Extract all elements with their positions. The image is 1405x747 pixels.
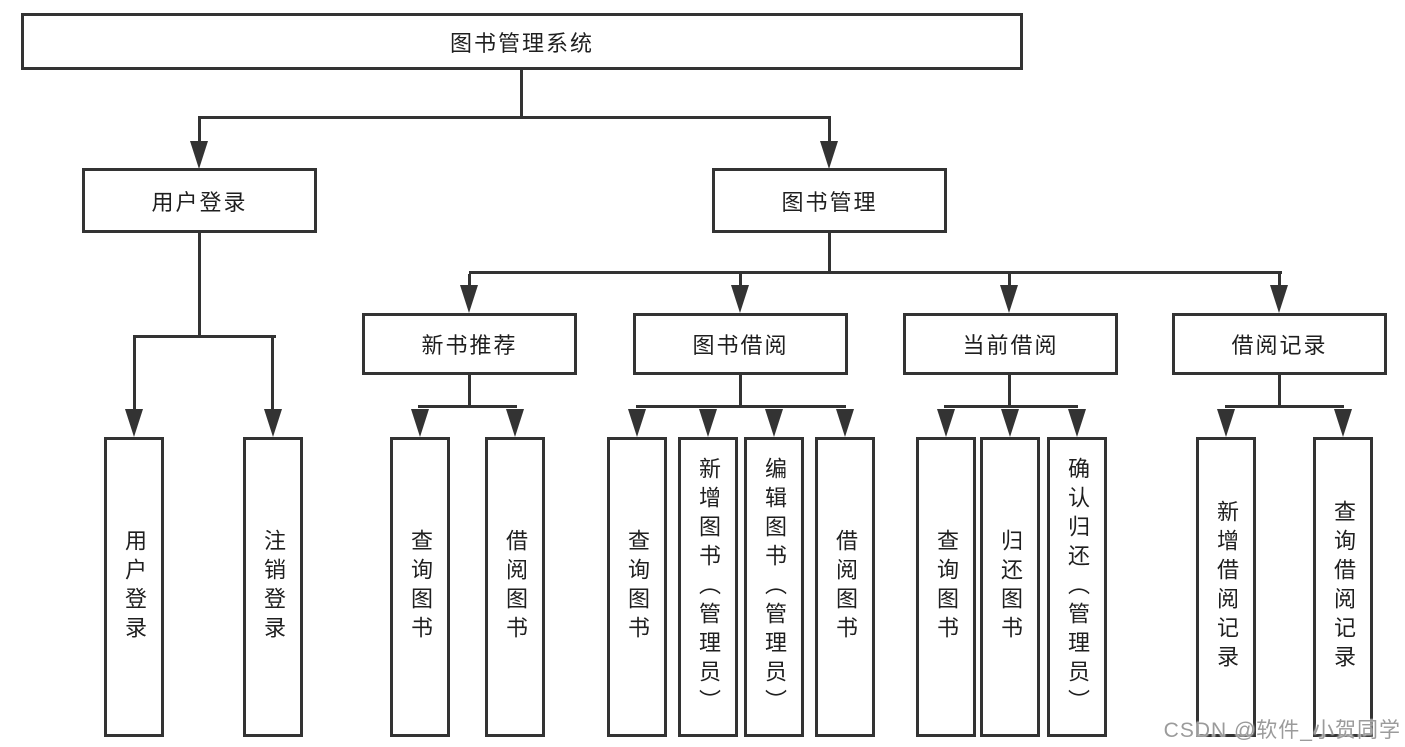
connector-line [468,274,471,286]
connector-arrow-down [937,409,955,437]
leaf-query-borrow-record-label: 查询借阅记录 [1331,500,1356,674]
connector-line [1008,375,1011,407]
leaf-return-books-label: 归还图书 [998,529,1023,645]
node-book-management: 图书管理 [712,168,947,233]
connector-line [198,119,201,142]
csdn-watermark: CSDN @软件_小贺同学 [1163,719,1401,742]
connector-arrow-down [190,141,208,169]
node-current-borrowing: 当前借阅 [903,313,1118,375]
connector-arrow-down [1068,409,1086,437]
leaf-borrow-books-recommend-label: 借阅图书 [503,529,528,645]
leaf-query-borrow-record: 查询借阅记录 [1313,437,1373,737]
leaf-add-books-admin: 新增图书（管理员） [678,437,738,737]
node-library-system-label: 图书管理系统 [449,30,594,56]
connector-line [271,338,274,410]
leaf-confirm-return-admin: 确认归还（管理员） [1047,437,1107,737]
leaf-add-books-admin-label: 新增图书（管理员） [696,456,721,718]
connector-line [828,119,831,142]
leaf-return-books: 归还图书 [980,437,1040,737]
connector-line [133,338,136,410]
connector-line [1225,405,1344,408]
leaf-add-borrow-record: 新增借阅记录 [1196,437,1256,737]
connector-line [198,233,201,337]
connector-line [636,405,846,408]
leaf-borrow-books-borrowing-label: 借阅图书 [833,529,858,645]
connector-arrow-down [836,409,854,437]
leaf-logout-login: 注销登录 [243,437,303,737]
leaf-user-login: 用户登录 [104,437,164,737]
connector-arrow-down [125,409,143,437]
connector-line [1008,274,1011,286]
connector-line [1278,274,1281,286]
connector-line [468,375,471,407]
connector-line [133,335,276,338]
node-library-system: 图书管理系统 [21,13,1023,70]
connector-line [1278,375,1281,407]
connector-arrow-down [731,285,749,313]
leaf-confirm-return-admin-label: 确认归还（管理员） [1065,456,1090,718]
connector-arrow-down [1334,409,1352,437]
leaf-query-books-recommend-label: 查询图书 [408,529,433,645]
connector-arrow-down [460,285,478,313]
connector-line [198,116,831,119]
connector-line [418,405,517,408]
node-new-book-recommendation: 新书推荐 [362,313,577,375]
connector-arrow-down [1001,409,1019,437]
node-borrowing-records-label: 借阅记录 [1231,333,1328,358]
leaf-query-books-current: 查询图书 [916,437,976,737]
node-user-login: 用户登录 [82,168,317,233]
leaf-borrow-books-recommend: 借阅图书 [485,437,545,737]
leaf-query-books-borrowing: 查询图书 [607,437,667,737]
connector-arrow-down [1270,285,1288,313]
connector-arrow-down [699,409,717,437]
leaf-edit-books-admin: 编辑图书（管理员） [744,437,804,737]
connector-arrow-down [1217,409,1235,437]
connector-arrow-down [765,409,783,437]
connector-arrow-down [1000,285,1018,313]
leaf-add-borrow-record-label: 新增借阅记录 [1214,500,1239,674]
connector-arrow-down [411,409,429,437]
connector-arrow-down [628,409,646,437]
connector-line [944,405,1078,408]
connector-line [739,375,742,407]
leaf-query-books-recommend: 查询图书 [390,437,450,737]
leaf-edit-books-admin-label: 编辑图书（管理员） [762,456,787,718]
node-book-management-label: 图书管理 [781,189,878,215]
leaf-borrow-books-borrowing: 借阅图书 [815,437,875,737]
leaf-query-books-current-label: 查询图书 [934,529,959,645]
node-current-borrowing-label: 当前借阅 [962,333,1059,358]
node-user-login-label: 用户登录 [151,189,248,215]
connector-line [469,271,1282,274]
connector-line [520,70,523,119]
node-borrowing-records: 借阅记录 [1172,313,1387,375]
leaf-query-books-borrowing-label: 查询图书 [625,529,650,645]
leaf-user-login-label: 用户登录 [122,529,147,645]
connector-arrow-down [820,141,838,169]
node-book-borrowing: 图书借阅 [633,313,848,375]
node-book-borrowing-label: 图书借阅 [692,333,789,358]
leaf-logout-login-label: 注销登录 [261,529,286,645]
connector-arrow-down [506,409,524,437]
connector-line [739,274,742,286]
node-new-book-recommendation-label: 新书推荐 [421,333,518,358]
connector-arrow-down [264,409,282,437]
connector-line [828,233,831,274]
